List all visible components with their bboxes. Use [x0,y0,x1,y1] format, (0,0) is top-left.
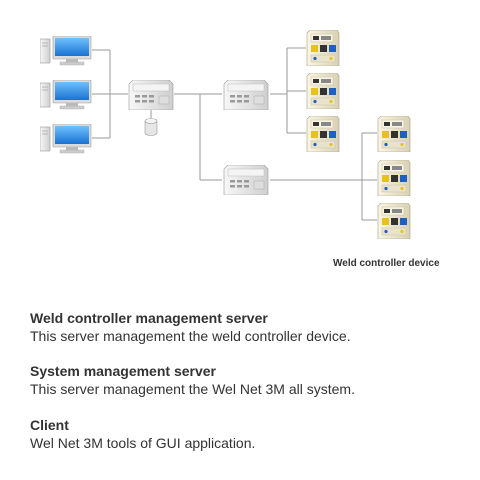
description-title: Client [30,417,69,433]
weld-controller-management-server-icon [223,80,269,110]
connection-lines [92,47,377,221]
description-system-management-server: System management server This server man… [30,362,460,398]
description-title: System management server [30,363,216,379]
description-text: Wel Net 3M tools of GUI application. [30,435,256,451]
network-diagram [40,30,411,239]
client-pc-icon [40,36,92,66]
description-weld-controller-management-server: Weld controller management server This s… [30,309,460,345]
weld-controller-management-server-icon [223,165,269,195]
description-client: Client Wel Net 3M tools of GUI applicati… [30,416,460,452]
description-text: This server management the Wel Net 3M al… [30,381,355,397]
client-pc-icon [40,80,92,110]
description-title: Weld controller management server [30,310,268,326]
database-icon [144,118,158,136]
weld-controller-device-icon [377,203,411,239]
weld-controller-device-icon [377,116,411,152]
weld-controller-device-icon [377,160,411,196]
weld-controller-device-icon [306,73,340,109]
device-caption: Weld controller device [333,258,440,269]
system-management-server-icon [128,80,174,110]
weld-controller-device-icon [306,116,340,152]
client-pc-icon [40,124,92,154]
description-text: This server management the weld controll… [30,328,351,344]
weld-controller-device-icon [306,30,340,66]
